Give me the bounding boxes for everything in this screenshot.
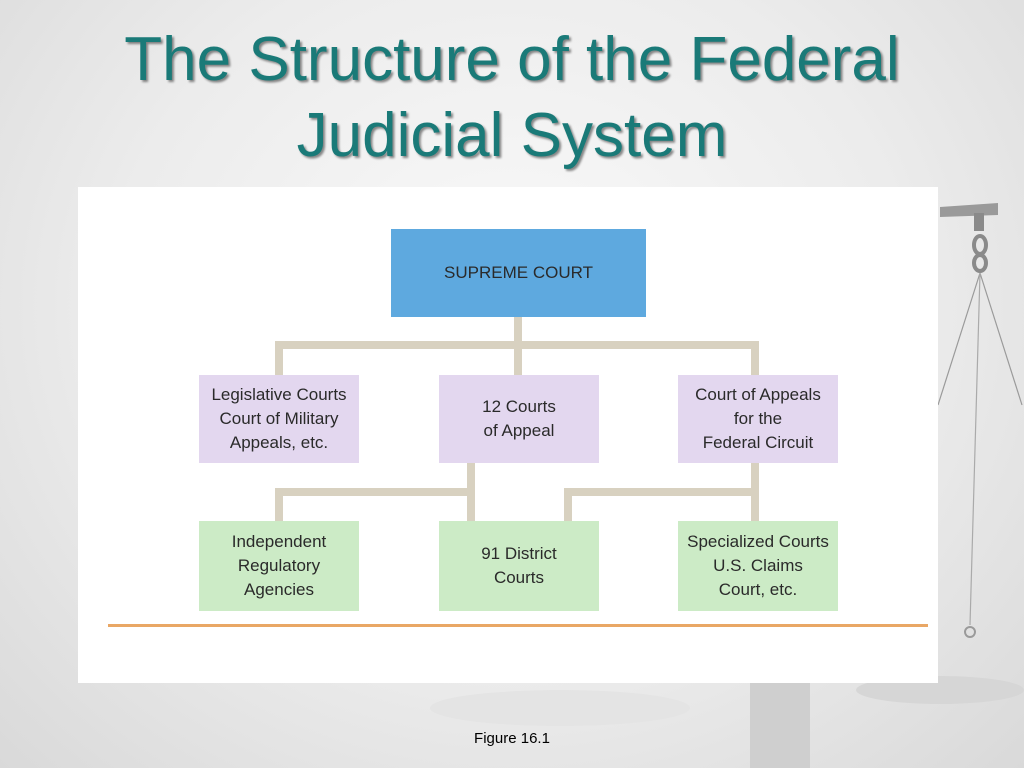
connector: [751, 341, 759, 377]
regulatory-agencies-box: Independent Regulatory Agencies: [199, 521, 359, 611]
org-chart-panel: SUPREME COURT Legislative Courts Court o…: [78, 187, 938, 683]
connector: [275, 488, 283, 524]
courts-of-appeal-box: 12 Courts of Appeal: [439, 375, 599, 463]
slide-title: The Structure of the Federal Judicial Sy…: [124, 25, 900, 170]
scales-of-justice-icon: [937, 203, 1023, 638]
federal-circuit-box: Court of Appeals for the Federal Circuit: [678, 375, 838, 463]
connector: [275, 341, 283, 377]
connector: [275, 488, 475, 496]
supreme-court-box: SUPREME COURT: [391, 229, 646, 317]
connector: [514, 317, 522, 345]
baseline-divider: [108, 624, 928, 627]
district-courts-box: 91 District Courts: [439, 521, 599, 611]
specialized-courts-box: Specialized Courts U.S. Claims Court, et…: [678, 521, 838, 611]
connector: [564, 488, 572, 524]
connector: [514, 341, 522, 377]
connector: [564, 488, 759, 496]
figure-caption: Figure 16.1: [474, 730, 550, 747]
legislative-courts-box: Legislative Courts Court of Military App…: [199, 375, 359, 463]
scale-base-decoration: [430, 676, 1024, 768]
